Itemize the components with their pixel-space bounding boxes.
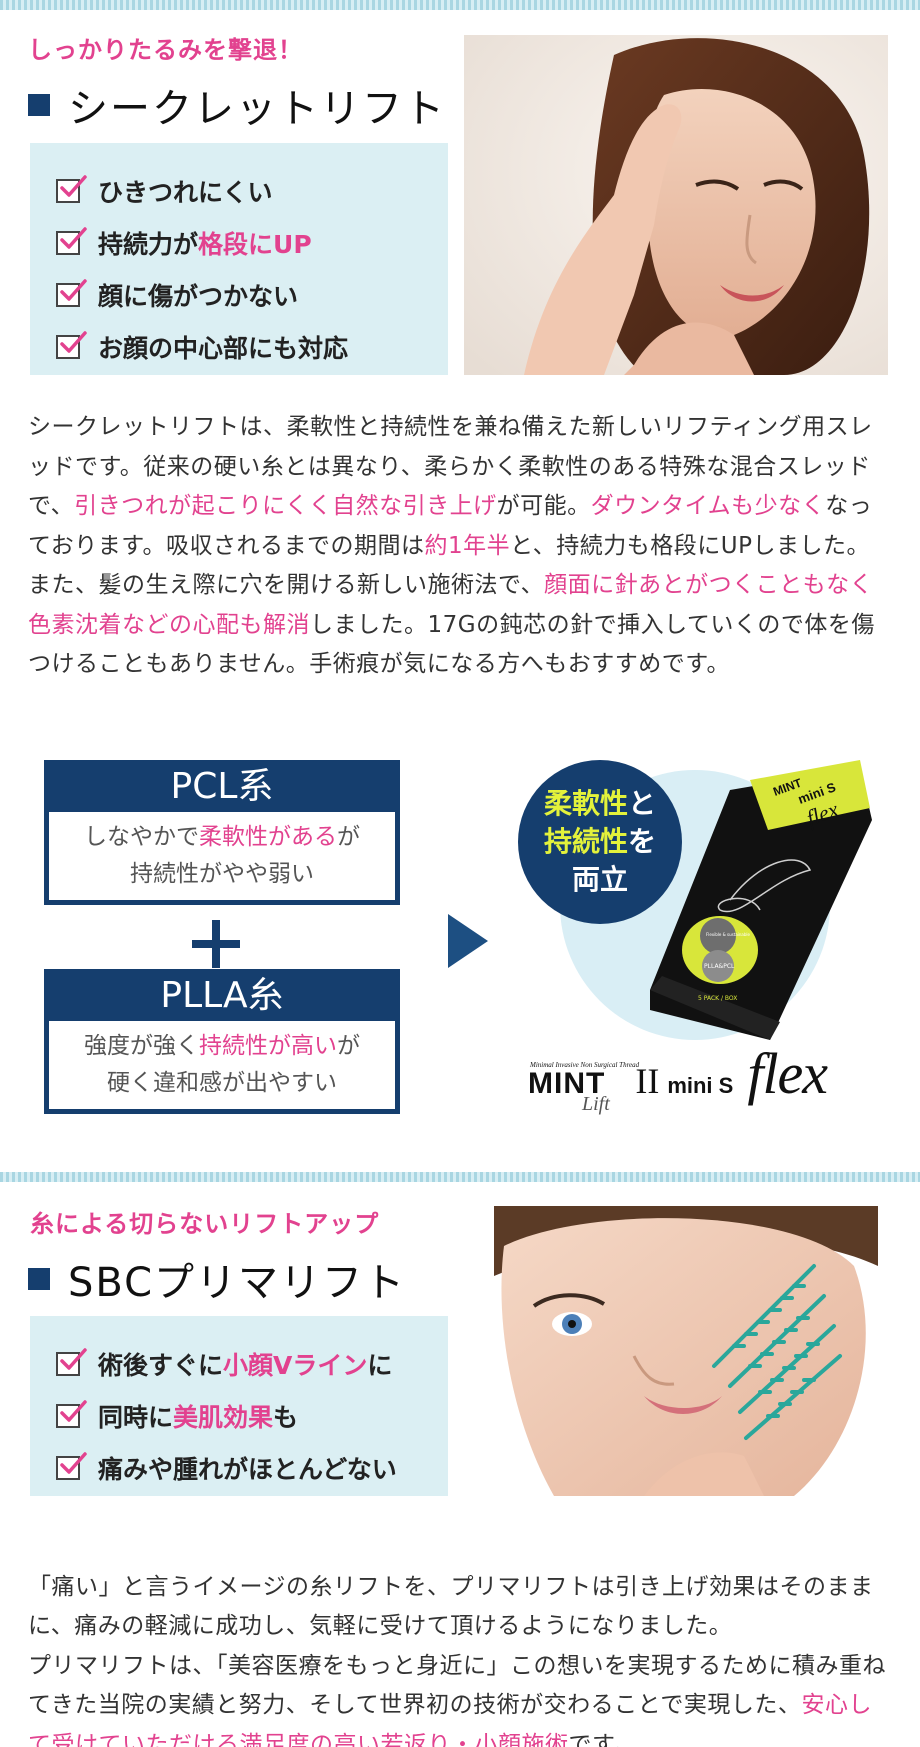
pcl-highlight: 柔軟性がある	[199, 824, 337, 850]
middle-stripe-divider	[0, 1172, 920, 1182]
pcl-text-line2: 持続性がやや弱い	[130, 861, 314, 887]
desc-highlight: 約1年半	[424, 532, 511, 559]
check-text: に	[367, 1351, 393, 1380]
section1-description: シークレットリフトは、柔軟性と持続性を兼ね備えた新しいリフティング用スレッドです…	[28, 408, 892, 685]
thread-lines-icon	[712, 1264, 842, 1440]
desc-segment: しました。17Gの鈍芯の針で挿入していくので体を傷つけることもありません。手術痕…	[28, 611, 875, 678]
section1-kicker: しっかりたるみを撃退！	[28, 36, 303, 64]
plla-highlight: 持続性が高い	[199, 1033, 337, 1059]
pcl-thread-card: PCL系 しなやかで柔軟性があるが 持続性がやや弱い	[44, 760, 400, 905]
flexibility-durability-badge: 柔軟性と 持続性を 両立	[518, 760, 682, 924]
pcl-text: しなやかで	[84, 824, 199, 850]
desc-segment: 「痛い」と言うイメージの糸リフトを、プリマリフトは引き上げ効果はそのままに、痛み…	[28, 1573, 874, 1640]
check-item: 持続力が格段にUP	[56, 217, 448, 269]
check-item: お顔の中心部にも対応	[56, 321, 448, 373]
logo-lift: Lift	[582, 1093, 610, 1115]
check-item: 顔に傷がつかない	[56, 269, 448, 321]
check-text: お顔の中心部にも対応	[98, 334, 349, 363]
check-text: 持続力が	[98, 230, 199, 259]
checkmark-icon	[56, 331, 87, 359]
desc-segment: なっております。吸収されるまでの期間は	[28, 493, 873, 559]
desc-segment: プリマリフトは、「美容医療をもっと身近に」この想いを実現するために積み重ねてきた…	[28, 1652, 886, 1719]
desc-highlight: 安心して受けていただける満足度の高い若返り・小顔施術	[28, 1692, 872, 1747]
product-circle-text-1: Flexible & sustainable	[706, 932, 751, 937]
check-text-highlight: 小顔Vライン	[223, 1351, 368, 1380]
desc-segment: です。	[568, 1731, 637, 1747]
badge-highlight: 持続性	[543, 825, 628, 858]
checkmark-icon	[56, 1400, 87, 1428]
check-text: 痛みや腫れがほとんどない	[98, 1455, 397, 1484]
section2-checklist: 術後すぐに小顔Vラインに 同時に美肌効果も 痛みや腫れがほとんどない	[30, 1316, 448, 1496]
desc-segment: と、持続力も格段にUPしました。また、髪の生え際に穴を開ける新しい施術法で、	[28, 532, 870, 599]
checkmark-icon	[56, 175, 87, 203]
section2-title-text: SBCプリマリフト	[68, 1260, 407, 1306]
desc-highlight: 顔面に針あとがつくこともなく色素沈着などの心配も解消	[28, 572, 874, 638]
section1-title-text: シークレットリフト	[68, 86, 446, 132]
section2-title: SBCプリマリフト	[28, 1250, 406, 1308]
check-text-highlight: 格段にUP	[198, 230, 312, 259]
section1-checklist: ひきつれにくい 持続力が格段にUP 顔に傷がつかない お顔の中心部にも対応	[30, 143, 448, 375]
check-text: ひきつれにくい	[98, 178, 273, 207]
plla-text-line2: 硬く違和感が出やすい	[107, 1070, 337, 1096]
check-text: 術後すぐに	[98, 1351, 224, 1380]
check-text: 同時に	[98, 1403, 174, 1432]
check-item: 同時に美肌効果も	[56, 1390, 448, 1442]
product-circle-text-2: PLLA&PCL	[704, 963, 735, 970]
heading-square-icon	[28, 94, 50, 116]
pcl-text: が	[337, 824, 360, 850]
woman-with-thread-lift-photo	[494, 1206, 878, 1496]
check-text-highlight: 美肌効果	[173, 1403, 274, 1432]
section1-title: シークレットリフト	[28, 76, 446, 134]
check-item: 痛みや腫れがほとんどない	[56, 1442, 448, 1494]
section2-description: 「痛い」と言うイメージの糸リフトを、プリマリフトは引き上げ効果はそのままに、痛み…	[28, 1528, 892, 1747]
badge-highlight: 柔軟性	[543, 787, 628, 820]
play-arrow-icon	[448, 914, 488, 968]
check-text: 顔に傷がつかない	[98, 282, 299, 311]
check-item: 術後すぐに小顔Vラインに	[56, 1338, 448, 1390]
mint-lift-product-box: MINT mini S flex Flexible & sustainable …	[650, 760, 872, 1040]
plus-icon	[192, 920, 240, 968]
plla-description: 強度が強く持続性が高いが 硬く違和感が出やすい	[49, 1021, 395, 1109]
plla-title: PLLA糸	[160, 975, 284, 1016]
desc-segment: が可能。	[496, 493, 591, 519]
logo-flex: flex	[747, 1041, 828, 1106]
logo-mini: mini S	[667, 1073, 734, 1098]
checkmark-icon	[56, 279, 87, 307]
section2-kicker: 糸による切らないリフトアップ	[30, 1210, 380, 1238]
badge-text: を	[628, 825, 657, 858]
heading-square-icon	[28, 1268, 50, 1290]
badge-text: と	[628, 787, 657, 820]
logo-ii: II	[635, 1061, 660, 1101]
desc-highlight: ダウンタイムも少なく	[590, 493, 826, 519]
logo-tagline: Minimal Invasive Non Surgical Thread	[530, 1061, 640, 1069]
desc-highlight: 引きつれが起こりにくく自然な引き上げ	[74, 493, 497, 519]
check-item: ひきつれにくい	[56, 165, 448, 217]
plla-thread-card: PLLA糸 強度が強く持続性が高いが 硬く違和感が出やすい	[44, 969, 400, 1114]
mint-lift-logo: Minimal Invasive Non Surgical Thread MIN…	[528, 1040, 828, 1115]
product-pack-text: 5 PACK / BOX	[698, 995, 737, 1002]
plla-text: 強度が強く	[84, 1033, 199, 1059]
badge-text-line3: 両立	[571, 863, 628, 896]
checkmark-icon	[56, 1452, 87, 1480]
check-text: も	[273, 1403, 299, 1432]
checkmark-icon	[56, 1348, 87, 1376]
top-stripe-divider	[0, 0, 920, 10]
pcl-description: しなやかで柔軟性があるが 持続性がやや弱い	[49, 812, 395, 900]
desc-segment: シークレットリフトは、柔軟性と持続性を兼ね備えた新しいリフティング用スレッドです…	[28, 414, 873, 519]
woman-touching-face-photo	[464, 35, 888, 375]
plla-text: が	[337, 1033, 360, 1059]
logo-mint: MINT	[528, 1067, 606, 1100]
checkmark-icon	[56, 227, 87, 255]
pcl-title: PCL系	[170, 766, 274, 807]
